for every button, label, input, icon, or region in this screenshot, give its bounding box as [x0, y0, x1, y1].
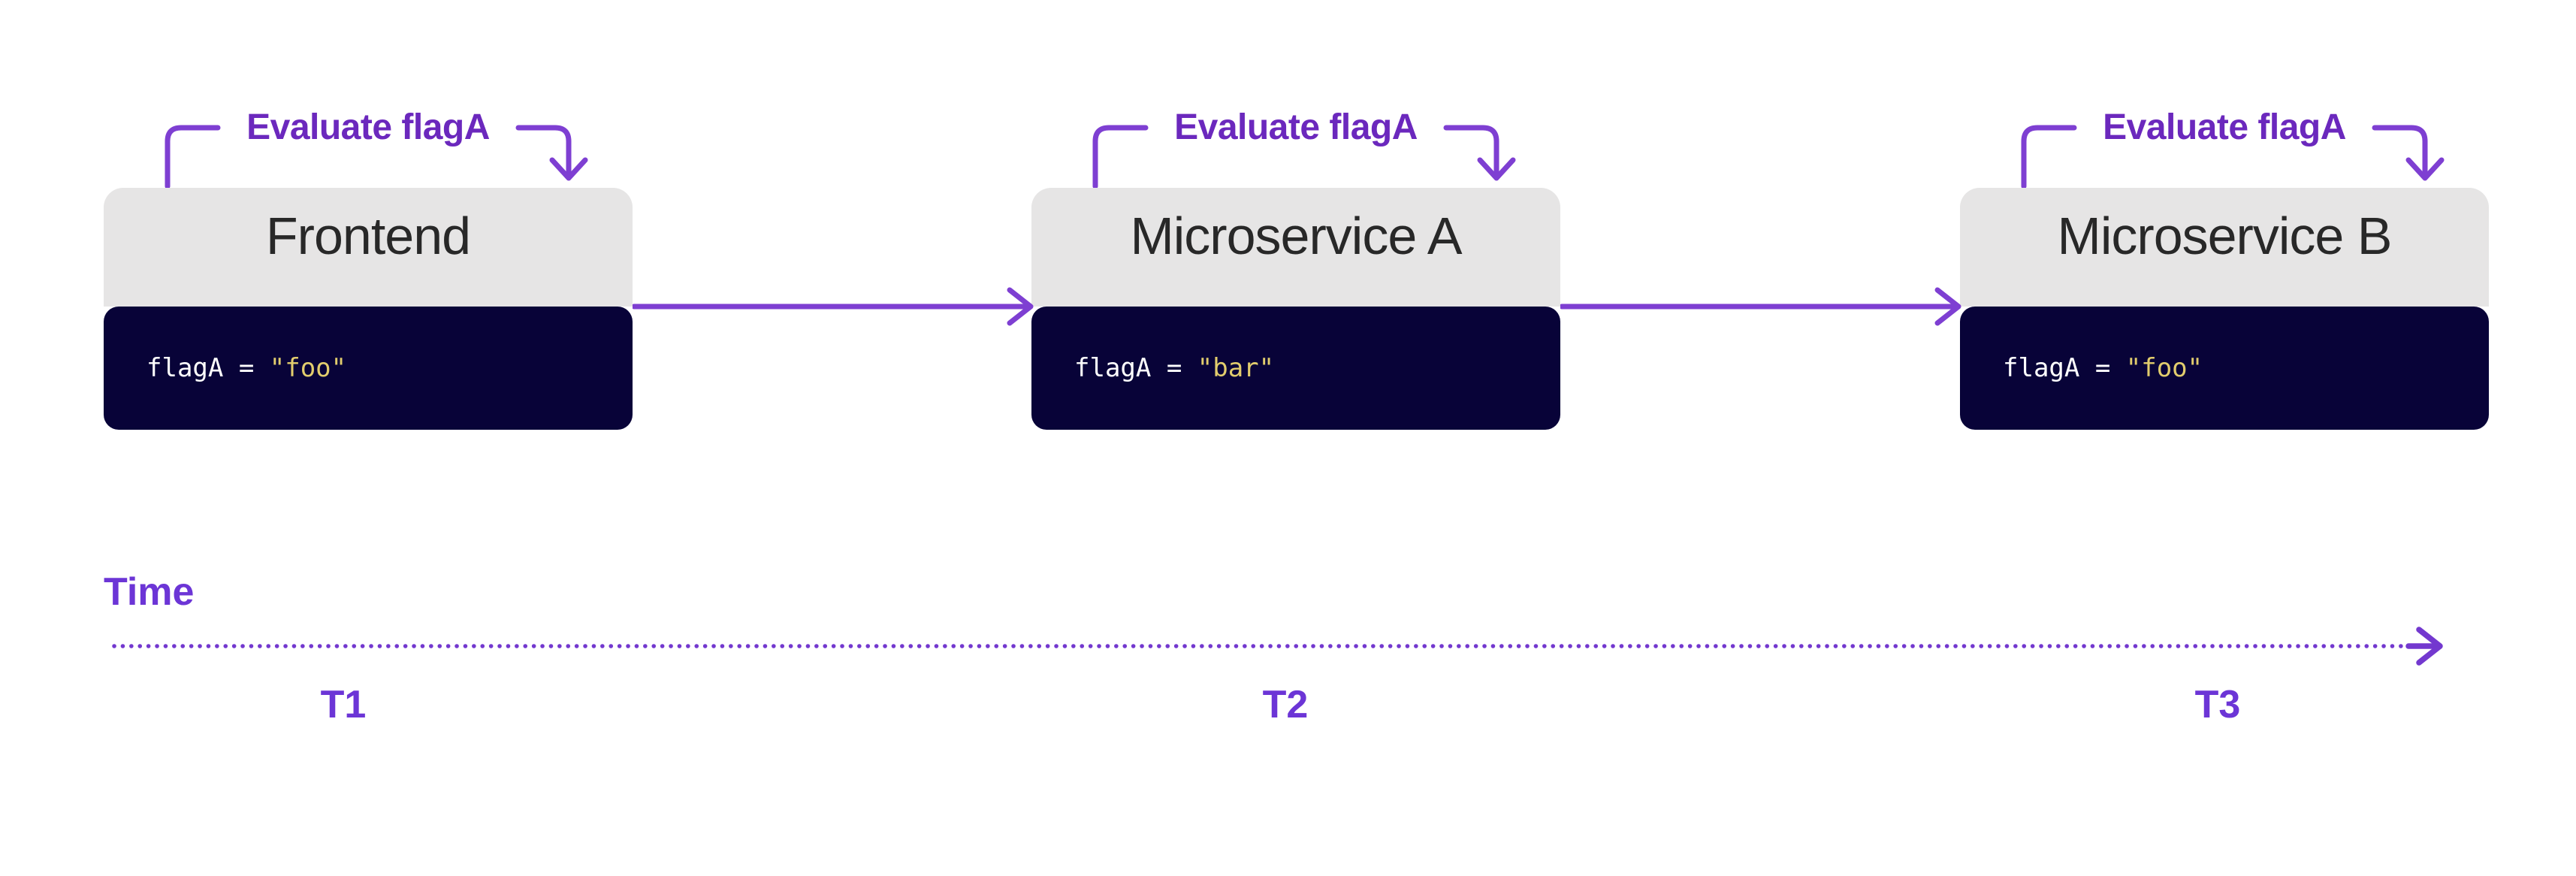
arrow-right-icon — [633, 287, 1034, 326]
code-block: flagA = "bar" — [1031, 307, 1560, 430]
service-box: Microservice A flagA = "bar" — [1031, 188, 1560, 430]
code-string-value: "foo" — [269, 353, 347, 383]
timeline-tick-t3: T3 — [2194, 683, 2241, 726]
service-group-frontend: Evaluate flagA Frontend flagA = "foo" — [104, 107, 633, 430]
timeline-label: Time — [104, 570, 195, 614]
annotation-label: Evaluate flagA — [246, 107, 490, 147]
arrow-right-icon — [1560, 287, 1961, 326]
service-group-microservice-b: Evaluate flagA Microservice B flagA = "f… — [1960, 107, 2489, 430]
bracket-arrow-icon — [1092, 125, 1516, 188]
code-block: flagA = "foo" — [1960, 307, 2489, 430]
service-group-microservice-a: Evaluate flagA Microservice A flagA = "b… — [1031, 107, 1560, 430]
service-name: Microservice B — [1960, 188, 2489, 307]
timeline-tick-t2: T2 — [1262, 683, 1309, 726]
timeline-arrow-icon — [112, 627, 2443, 666]
code-block: flagA = "foo" — [104, 307, 633, 430]
evaluate-annotation: Evaluate flagA — [104, 107, 633, 188]
code-string-value: "foo" — [2125, 353, 2203, 383]
annotation-label: Evaluate flagA — [1174, 107, 1418, 147]
code-expression: flagA = — [2003, 353, 2126, 383]
service-box: Microservice B flagA = "foo" — [1960, 188, 2489, 430]
code-string-value: "bar" — [1197, 353, 1275, 383]
bracket-arrow-icon — [2021, 125, 2445, 188]
bracket-arrow-icon — [165, 125, 588, 188]
evaluate-annotation: Evaluate flagA — [1960, 107, 2489, 188]
service-name: Microservice A — [1031, 188, 1560, 307]
code-expression: flagA = — [1074, 353, 1197, 383]
code-expression: flagA = — [146, 353, 270, 383]
timeline-tick-t1: T1 — [320, 683, 367, 726]
service-box: Frontend flagA = "foo" — [104, 188, 633, 430]
service-name: Frontend — [104, 188, 633, 307]
evaluate-annotation: Evaluate flagA — [1031, 107, 1560, 188]
annotation-label: Evaluate flagA — [2103, 107, 2346, 147]
